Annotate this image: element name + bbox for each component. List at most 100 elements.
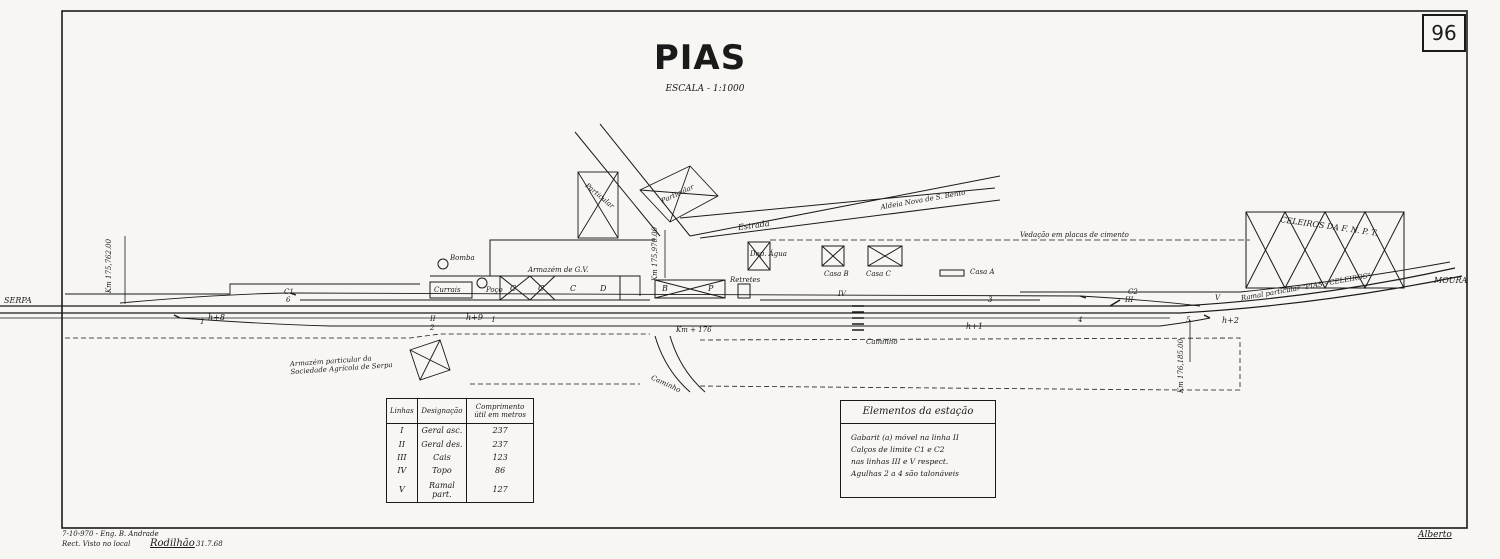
cell-length: 86: [466, 464, 534, 478]
north-boundary: [65, 283, 420, 295]
drawing-frame: [61, 10, 1468, 529]
branch-line-v: [1020, 261, 1451, 293]
cell-designation: Ramal part.: [416, 477, 468, 503]
water-tank: [747, 241, 771, 271]
km-label-176185: Km 176,185.00: [1177, 338, 1186, 394]
track-number-ii: II: [430, 315, 436, 323]
cell-line: I: [386, 423, 418, 438]
footer-checked: Rect. Visto no local: [62, 540, 131, 548]
switch-num-3: 3: [988, 296, 993, 304]
well-symbol: [476, 277, 488, 289]
cell-designation: Topo: [416, 464, 468, 478]
lines-header-designation: Designação: [416, 398, 468, 424]
water-tank-label: Dep. Água: [750, 250, 787, 258]
lines-header-line: Linhas: [386, 398, 418, 424]
road-top-c: [699, 199, 1001, 239]
track-number-v: V: [1215, 294, 1221, 302]
table-row: IV Topo 86: [386, 464, 534, 478]
crossing-label: Caminho: [866, 338, 898, 346]
boundary-south-east: [699, 337, 1241, 391]
road-bottom: [654, 335, 706, 393]
store-label-2: C: [538, 284, 545, 293]
switch-label-h9: h+9: [466, 313, 483, 322]
private-area-b: [639, 165, 719, 223]
toilets-building: [737, 283, 751, 299]
building-label-p: P: [708, 284, 714, 293]
station-elements-box: Elementos da estação Gabarit (a) móvel n…: [840, 400, 996, 498]
house-c: [867, 245, 903, 267]
road-top-b: [679, 175, 1001, 237]
stop-block-c2: C2: [1128, 288, 1138, 296]
fence-label: Vedação em placas de cimento: [1020, 231, 1129, 239]
crossing-stripes: [852, 305, 864, 331]
km-label-176: Km + 176: [676, 326, 712, 334]
store-label-1: C: [510, 284, 517, 293]
cell-length: 127: [466, 477, 534, 503]
corrals-label: Currais: [434, 286, 461, 294]
cell-line: III: [386, 450, 418, 465]
table-row: I Geral asc. 237: [386, 423, 534, 438]
cell-length: 237: [466, 423, 534, 438]
cell-designation: Geral asc.: [416, 423, 468, 438]
stop-block-c1: C1: [284, 288, 294, 296]
house-c-label: Casa C: [866, 270, 891, 278]
station-note-3: nas linhas III e V respect.: [851, 457, 949, 466]
cell-designation: Cais: [416, 450, 468, 465]
station-note-2: Calços de limite C1 e C2: [851, 445, 945, 454]
house-a-marker: [939, 269, 965, 277]
track-number-iv: IV: [838, 290, 846, 298]
station-note-1: Gabarit (a) móvel na linha II: [851, 433, 959, 442]
page-title: PIAS: [653, 38, 747, 78]
passenger-building: [654, 279, 726, 299]
toilets-label: Retretes: [730, 276, 761, 284]
switch-num-6: 6: [286, 296, 291, 304]
pump-symbol: [437, 258, 449, 270]
footer-signature: Rodilhão: [150, 538, 195, 549]
lines-header-length: Comprimento útil em metros: [466, 398, 534, 424]
footer-date: 31.7.68: [196, 540, 223, 548]
lines-table-header: Linhas Designação Comprimento útil em me…: [386, 398, 534, 424]
table-row: III Cais 123: [386, 450, 534, 465]
cell-designation: Geral des.: [416, 437, 468, 451]
well-label: Poço: [486, 286, 503, 294]
house-a-label: Casa A: [970, 268, 995, 276]
scale-label: ESCALA - 1:1000: [665, 84, 745, 94]
cell-line: V: [386, 477, 418, 503]
km-label-175762: Km 175,762.00: [105, 238, 114, 294]
track-line-i: [0, 267, 1456, 307]
private-area-a: [577, 171, 619, 239]
house-b-label: Casa B: [824, 270, 849, 278]
cell-line: IV: [386, 464, 418, 478]
house-b: [821, 245, 845, 267]
serpa-warehouse: [409, 339, 451, 381]
boundary-bottom: [470, 383, 1181, 391]
building-label-b: B: [662, 284, 668, 293]
road-top-a: [574, 123, 691, 237]
footer-initials: Alberto: [1418, 530, 1452, 540]
warehouse-gv: [499, 275, 621, 301]
granary-building: [1245, 210, 1405, 290]
store-label-3: C: [570, 284, 577, 293]
switch-label-h1: h+1: [966, 322, 983, 331]
switch-label-h8: h+8: [208, 313, 225, 322]
footer-author: 7-10-970 - Eng. B. Andrade: [62, 530, 159, 538]
switch-num-2: 2: [430, 324, 435, 332]
lines-table: Linhas Designação Comprimento útil em me…: [386, 398, 534, 503]
platform-outline: [430, 239, 655, 277]
track-line-ii: [0, 275, 1463, 314]
cell-length: 123: [466, 450, 534, 465]
sheet-number: 96: [1422, 14, 1466, 52]
endpoint-moura: MOURA: [1434, 276, 1468, 285]
warehouse-gv-label: Armazém de G.V.: [528, 266, 589, 274]
corrals-building: [429, 281, 473, 299]
table-row: II Geral des. 237: [386, 437, 534, 451]
loop-line-north: [119, 292, 1201, 307]
endpoint-serpa: SERPA: [4, 296, 32, 305]
station-note-4: Agulhas 2 a 4 são talonáveis: [851, 469, 959, 478]
boundary-south: [65, 333, 650, 339]
track-number-iii: III: [1125, 296, 1134, 304]
switch-num-5: 5: [1186, 316, 1191, 324]
station-elements-title: Elementos da estação: [841, 401, 995, 424]
